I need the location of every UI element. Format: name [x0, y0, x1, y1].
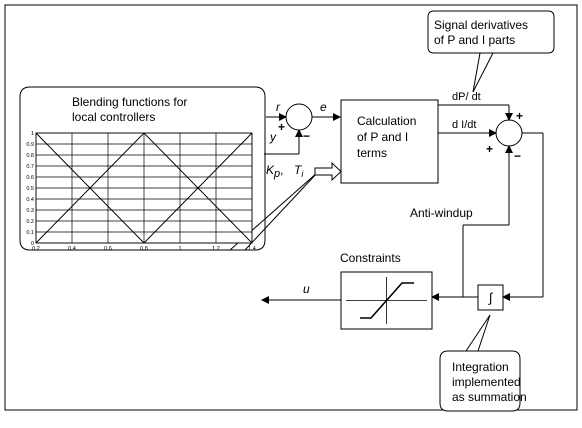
y-tick-label: 1 [31, 131, 34, 137]
sum2-plus-top: + [516, 109, 523, 123]
y-tick-label: 0.9 [26, 142, 34, 148]
y-tick-label: 0.2 [26, 219, 34, 225]
output-u-label: u [303, 282, 310, 296]
calculation-block: Calculation of P and I terms [340, 99, 439, 184]
blending-function-3 [143, 132, 253, 244]
blending-title-line1: Blending functions for [72, 95, 187, 109]
derivatives-line2: of P and I parts [434, 33, 515, 47]
y-tick-label: 0.4 [26, 197, 34, 203]
x-tick-label: 0.4 [68, 246, 76, 252]
blending-chart: 0 0.1 0.2 0.3 0.4 0.5 0.6 0.7 0.8 0.9 1 0.2 0.4 0.6 0.… [26, 131, 255, 252]
blending-function-2 [35, 132, 253, 244]
x-tick-label: 1 [178, 246, 181, 252]
sum2-minus-sign: − [514, 149, 521, 163]
integration-callout: Integration implemented as summation [439, 314, 527, 412]
signal-y-label: y [269, 130, 277, 144]
calculation-line1: Calculation [357, 114, 416, 128]
calculation-line3: terms [357, 146, 387, 160]
derivatives-line1: Signal derivatives [434, 18, 528, 32]
integral-symbol: ∫ [488, 290, 494, 305]
x-tick-label: 1.2 [212, 246, 220, 252]
blending-title-line2: local controllers [72, 110, 155, 124]
y-tick-label: 0.1 [26, 230, 34, 236]
kp-symbol: Kp, [266, 163, 283, 180]
blending-callout: Blending functions for local controllers… [19, 86, 319, 252]
diagram-frame [4, 4, 578, 411]
y-tick-label: 0.7 [26, 164, 34, 170]
integrator-block: ∫ [477, 284, 504, 311]
signal-dp-label: dP/ dt [452, 91, 481, 103]
x-tick-label: 0.8 [140, 246, 148, 252]
integration-line1: Integration [452, 360, 509, 374]
integration-line2: implemented [452, 375, 521, 389]
x-tick-label: 0.6 [104, 246, 112, 252]
constraints-block: Constraints [340, 251, 433, 330]
signal-di-label: d I/dt [452, 119, 476, 131]
y-tick-label: 0.8 [26, 153, 34, 159]
sum1-minus-sign: − [303, 129, 310, 143]
signal-e-label: e [320, 100, 327, 114]
constraints-label: Constraints [340, 251, 401, 265]
signal-r-label: r [276, 100, 281, 114]
ti-symbol: Ti [294, 163, 304, 179]
derivatives-callout: Signal derivatives of P and I parts [427, 10, 555, 93]
anti-windup-label: Anti-windup [410, 206, 473, 220]
x-tick-label: 0.2 [32, 246, 40, 252]
x-tick-label: 1.4 [248, 246, 256, 252]
integration-line3: as summation [452, 390, 527, 404]
summing-junction-error: r y e + − [264, 100, 341, 155]
y-tick-label: 0.5 [26, 186, 34, 192]
saturation-curve [360, 282, 414, 319]
summing-junction-output: dP/ dt d I/dt + + − [438, 91, 523, 163]
sum2-plus-left: + [486, 142, 493, 156]
y-tick-label: 0.3 [26, 208, 34, 214]
calculation-line2: of P and I [357, 130, 408, 144]
y-tick-label: 0.6 [26, 175, 34, 181]
gain-parameters-arrow: Kp, Ti [266, 161, 342, 182]
sum1-plus-sign: + [278, 120, 285, 134]
y-tick-label: 0 [31, 241, 34, 247]
